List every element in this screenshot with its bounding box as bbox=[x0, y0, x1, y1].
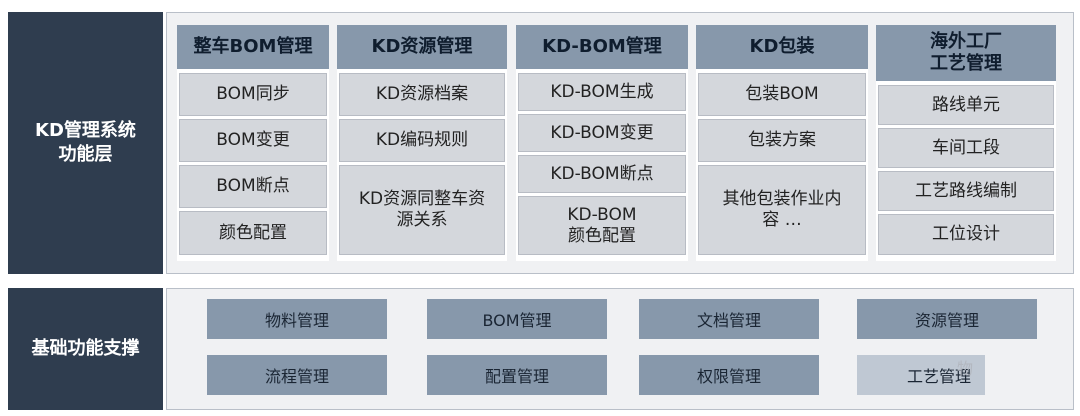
base-function-item: 文档管理 bbox=[639, 299, 819, 339]
base-function-item: 权限管理 bbox=[639, 355, 819, 395]
column-item: 车间工段 bbox=[878, 128, 1054, 168]
column-kd-packaging: KD包装 包装BOM 包装方案 其他包装作业内 容 … bbox=[696, 25, 868, 261]
column-header: KD资源管理 bbox=[337, 25, 507, 69]
column-item: 包装BOM bbox=[698, 73, 866, 116]
column-item: KD资源同整车资 源关系 bbox=[339, 165, 505, 255]
column-vehicle-bom: 整车BOM管理 BOM同步 BOM变更 BOM断点 颜色配置 bbox=[177, 25, 329, 261]
functional-layer-label: KD管理系统 功能层 bbox=[8, 12, 163, 274]
functional-layer-panel: 整车BOM管理 BOM同步 BOM变更 BOM断点 颜色配置 KD资源管理 KD… bbox=[166, 12, 1074, 274]
column-item: 工位设计 bbox=[878, 214, 1054, 255]
column-item: BOM断点 bbox=[179, 165, 327, 208]
column-item: KD编码规则 bbox=[339, 119, 505, 162]
column-header: 整车BOM管理 bbox=[177, 25, 329, 69]
column-overseas-process: 海外工厂 工艺管理 路线单元 车间工段 工艺路线编制 工位设计 bbox=[876, 25, 1056, 261]
base-function-item: 流程管理 bbox=[207, 355, 387, 395]
column-item: 其他包装作业内 容 … bbox=[698, 165, 866, 255]
column-item: KD-BOM 颜色配置 bbox=[518, 196, 686, 255]
column-header: KD-BOM管理 bbox=[516, 25, 688, 69]
watermark-text: 物 bbox=[957, 359, 974, 378]
base-function-item: BOM管理 bbox=[427, 299, 607, 339]
column-item: 包装方案 bbox=[698, 119, 866, 162]
column-header: KD包装 bbox=[696, 25, 868, 69]
base-function-item: 工艺管理 bbox=[857, 355, 985, 395]
base-function-item: 物料管理 bbox=[207, 299, 387, 339]
base-support-panel: 物料管理 BOM管理 文档管理 资源管理 流程管理 配置管理 权限管理 工艺管理… bbox=[166, 288, 1074, 410]
column-header: 海外工厂 工艺管理 bbox=[876, 25, 1056, 81]
column-item: KD-BOM变更 bbox=[518, 114, 686, 152]
base-support-layer-label: 基础功能支撑 bbox=[8, 288, 163, 410]
base-function-item: 配置管理 bbox=[427, 355, 607, 395]
column-item: 工艺路线编制 bbox=[878, 171, 1054, 211]
column-item: 路线单元 bbox=[878, 85, 1054, 125]
column-kd-resource: KD资源管理 KD资源档案 KD编码规则 KD资源同整车资 源关系 bbox=[337, 25, 507, 261]
column-item: BOM同步 bbox=[179, 73, 327, 116]
column-item: KD-BOM断点 bbox=[518, 155, 686, 193]
column-item: KD资源档案 bbox=[339, 73, 505, 116]
column-item: KD-BOM生成 bbox=[518, 73, 686, 111]
column-kd-bom: KD-BOM管理 KD-BOM生成 KD-BOM变更 KD-BOM断点 KD-B… bbox=[516, 25, 688, 261]
base-function-item: 资源管理 bbox=[857, 299, 1037, 339]
column-item: 颜色配置 bbox=[179, 211, 327, 255]
column-item: BOM变更 bbox=[179, 119, 327, 162]
